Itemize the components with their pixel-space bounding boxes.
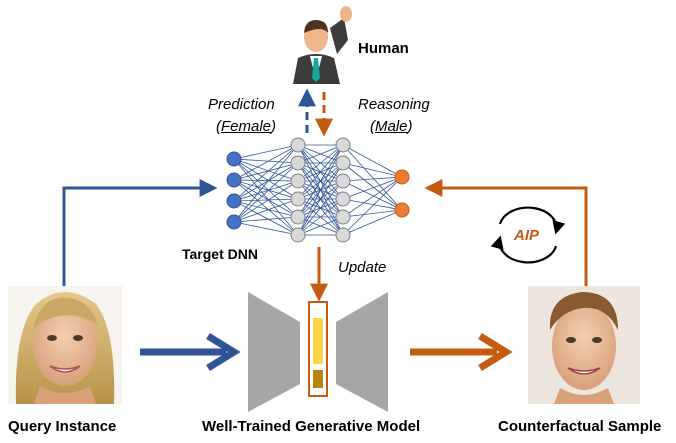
dnn-node-layer-1 [290, 155, 306, 171]
dnn-node-layer-1 [290, 191, 306, 207]
dnn-edge [297, 216, 344, 236]
dnn-node-layer-0 [226, 193, 242, 209]
dnn-edge [297, 162, 344, 236]
query-instance-image [8, 286, 122, 404]
dnn-node-layer-0 [226, 214, 242, 230]
dnn-node-layer-2 [335, 137, 351, 153]
dnn-node-layer-0 [226, 172, 242, 188]
reasoning-label: Reasoning [358, 96, 430, 113]
cycle-arrows-icon [490, 206, 566, 264]
counterfactual-sample-label: Counterfactual Sample [498, 418, 662, 435]
dnn-edge [342, 209, 403, 218]
dnn-node-layer-3 [394, 169, 410, 185]
counterfactual-to-dnn-arrow [424, 179, 588, 290]
dnn-edge [233, 180, 299, 202]
generative-model-label: Well-Trained Generative Model [202, 418, 421, 435]
dnn-node-layer-1 [290, 209, 306, 225]
dnn-edge [233, 198, 299, 223]
dnn-edge [297, 144, 344, 200]
dnn-edge [233, 198, 299, 202]
counterfactual-sample-image [528, 286, 640, 404]
dnn-node-layer-0 [226, 151, 242, 167]
human-label: Human [358, 40, 409, 57]
businessman-icon [293, 6, 352, 84]
dnn-edge [297, 144, 344, 182]
dnn-node-layer-2 [335, 173, 351, 189]
dnn-edge [342, 198, 403, 211]
dnn-edge [297, 144, 344, 236]
dnn-edge [233, 158, 299, 218]
dnn-node-layer-2 [335, 209, 351, 225]
dnn-edge [233, 144, 299, 181]
dnn-edge [233, 179, 299, 200]
dnn-edge [233, 180, 299, 223]
dnn-edge [342, 176, 403, 200]
generative-model-icon [248, 292, 388, 412]
target-dnn-label: Target DNN [182, 246, 258, 262]
generator-to-counterfactual-arrowhead [478, 333, 513, 371]
prediction-value: (Female) [216, 118, 277, 135]
dnn-node-layer-1 [290, 137, 306, 153]
query-instance-label: Query Instance [8, 418, 117, 435]
dnn-edge [233, 162, 299, 223]
dnn-edge [233, 200, 299, 218]
dnn-edge [233, 158, 299, 236]
prediction-value-text: Female [221, 118, 272, 135]
dnn-edge [233, 158, 299, 164]
dnn-edge [342, 176, 403, 236]
dnn-connections [233, 144, 403, 236]
dnn-edge [297, 144, 344, 218]
dnn-edge [342, 162, 403, 211]
dnn-node-layer-3 [394, 202, 410, 218]
update-label: Update [338, 259, 387, 276]
prediction-label: Prediction [208, 96, 275, 113]
dnn-edge [233, 221, 299, 236]
dnn-nodes [226, 137, 410, 243]
dnn-node-layer-1 [290, 173, 306, 189]
query-to-dnn-arrow [62, 179, 218, 290]
dnn-edge [233, 158, 299, 182]
dnn-edge [233, 179, 299, 218]
dnn-node-layer-2 [335, 227, 351, 243]
dnn-edge [297, 180, 344, 236]
dnn-edge [233, 144, 299, 160]
dnn-edge [233, 162, 299, 202]
dnn-edge [233, 144, 299, 202]
dnn-node-layer-2 [335, 191, 351, 207]
dnn-edge [233, 162, 299, 181]
dnn-node-layer-2 [335, 155, 351, 171]
dnn-edge [342, 176, 403, 182]
dnn-edge [233, 179, 299, 236]
dnn-edge [342, 176, 403, 218]
dnn-edge [342, 209, 403, 236]
dnn-edge [233, 200, 299, 236]
dnn-edge [233, 158, 299, 200]
dnn-edge [233, 179, 299, 182]
dnn-edge [297, 198, 344, 236]
dnn-edge [297, 144, 344, 164]
dnn-edge [342, 180, 403, 211]
reasoning-value-text: Male [375, 118, 408, 135]
dnn-edge [342, 144, 403, 211]
query-to-generator-arrowhead [206, 333, 241, 371]
dnn-edge [342, 144, 403, 178]
aip-label: AIP [514, 227, 540, 244]
dnn-edge [233, 216, 299, 223]
reasoning-value: (Male) [370, 118, 413, 135]
dnn-edge [342, 162, 403, 178]
dnn-edge [233, 144, 299, 223]
dnn-node-layer-1 [290, 227, 306, 243]
